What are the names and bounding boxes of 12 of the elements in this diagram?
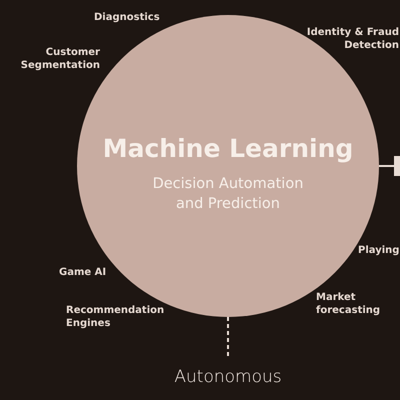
connector-line [379, 165, 394, 167]
dashed-connector [227, 317, 229, 356]
circle-subtitle: Decision Automation and Prediction [152, 175, 304, 214]
application-label: Game AI [59, 266, 108, 279]
application-label: Recommendation Engines [66, 304, 166, 330]
circle-title: Machine Learning [102, 133, 354, 164]
application-label: Customer Segmentation [20, 46, 100, 72]
application-label: Playing [358, 244, 400, 257]
node-label: Autonomous [173, 366, 283, 388]
application-label: Identity & Fraud Detection [306, 26, 399, 52]
application-label: Market forecasting [316, 291, 382, 317]
application-label: Diagnostics [94, 11, 161, 24]
